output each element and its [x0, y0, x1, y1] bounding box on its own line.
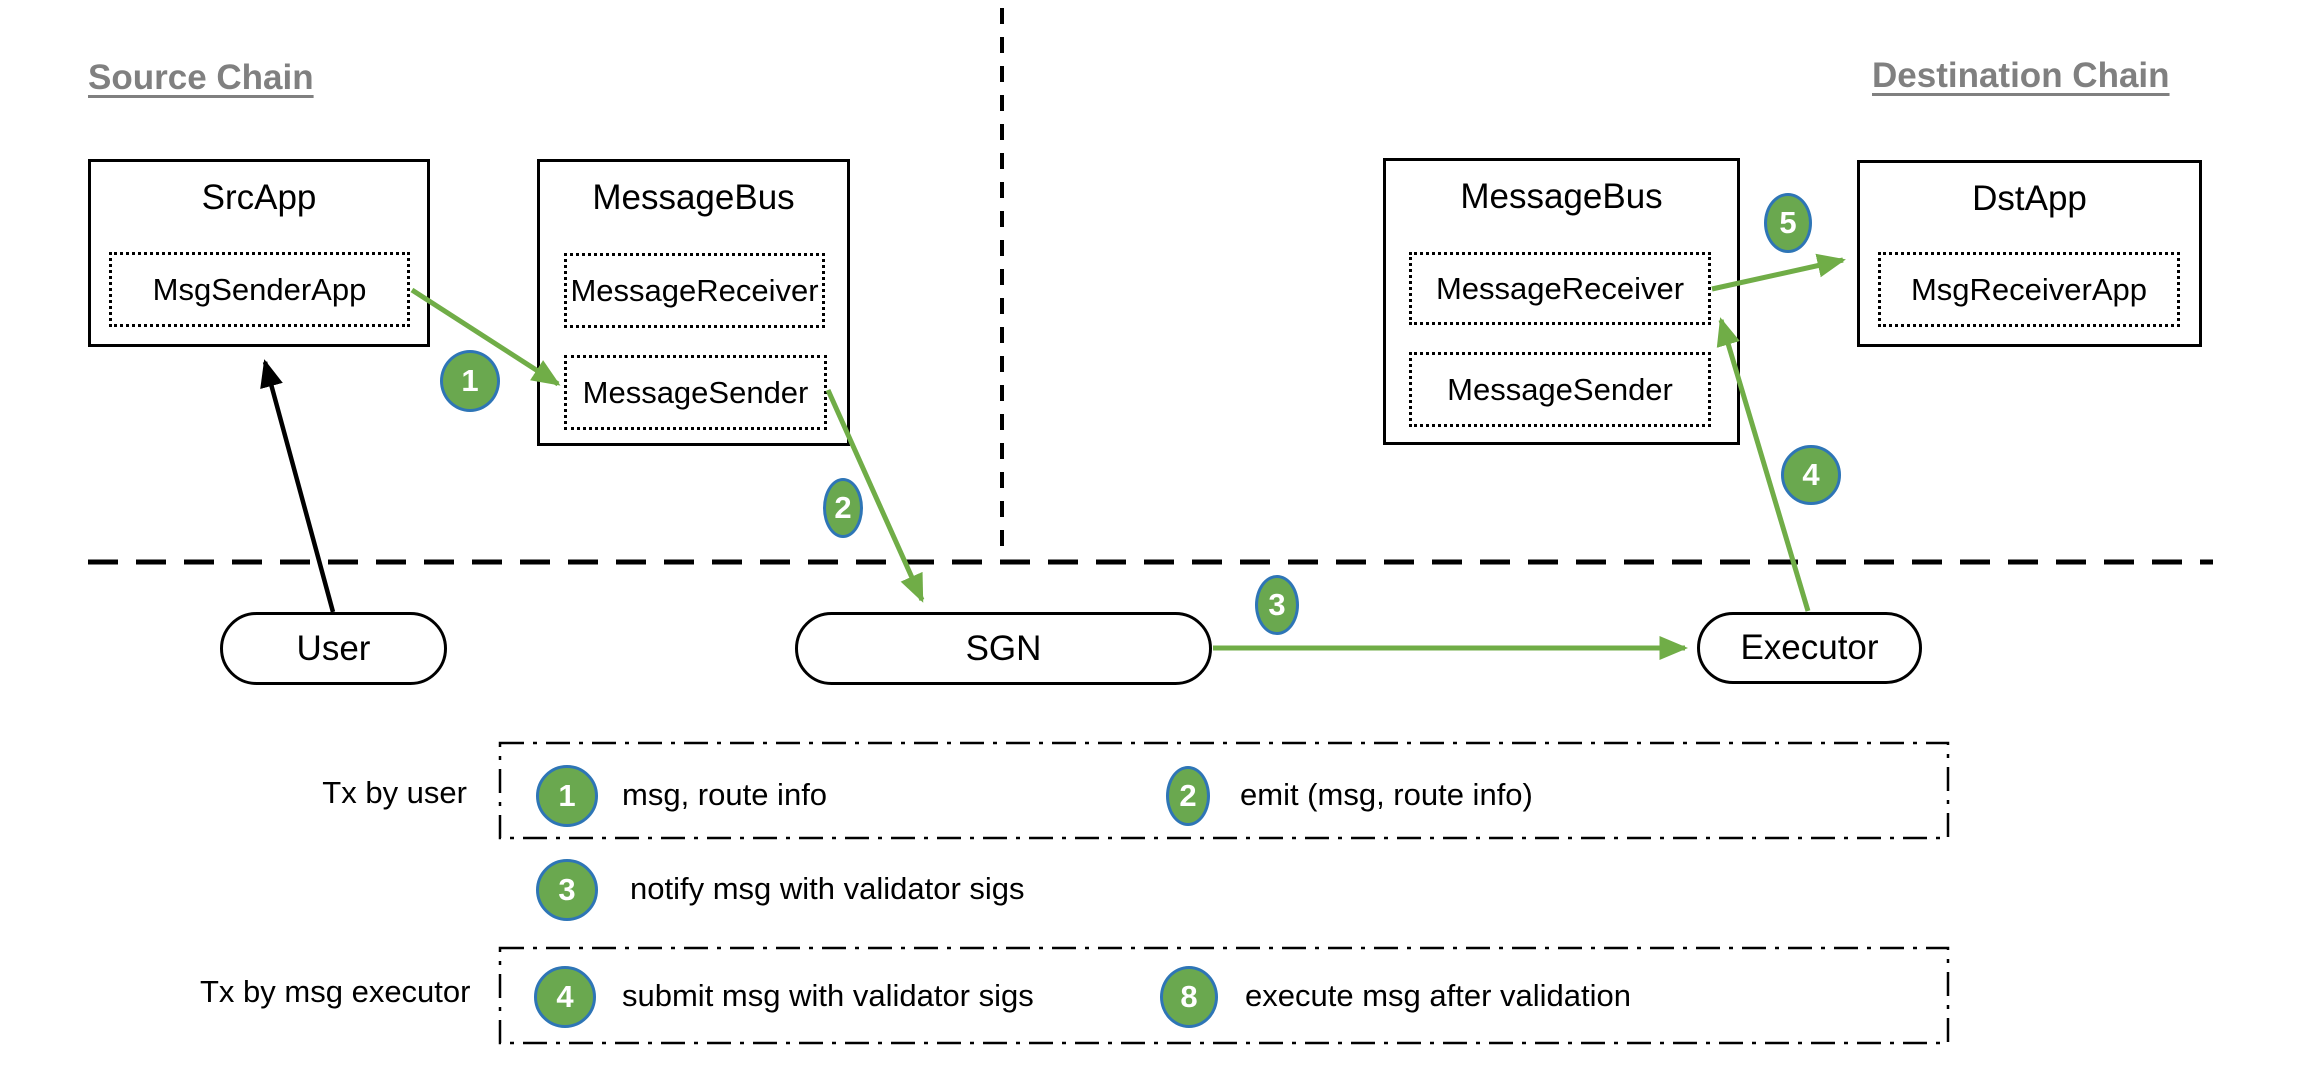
messagebus-source-box: MessageBus MessageReceiver MessageSender — [537, 159, 850, 446]
legend-text-2: emit (msg, route info) — [1240, 777, 1533, 812]
legend-text-8: execute msg after validation — [1245, 978, 1631, 1013]
step1-badge: 1 — [440, 350, 500, 412]
legend-badge-2: 2 — [1166, 766, 1210, 826]
messagereceiver-source-module: MessageReceiver — [564, 253, 825, 328]
legend-text-1: msg, route info — [622, 777, 828, 812]
legend-text-3: notify msg with validator sigs — [630, 871, 1025, 906]
messagesender-source-module: MessageSender — [564, 355, 827, 430]
msgsenderapp-module: MsgSenderApp — [109, 252, 410, 327]
messagesender-destination-module: MessageSender — [1409, 352, 1711, 427]
messagebus-destination-title: MessageBus — [1460, 177, 1663, 216]
legend-badge-1: 1 — [536, 765, 598, 827]
legend-badge-8: 8 — [1160, 966, 1218, 1028]
step4-badge: 4 — [1781, 445, 1841, 505]
messagereceiver-destination-module: MessageReceiver — [1409, 252, 1711, 325]
legend-label-tx-by-msg-executor: Tx by msg executor — [200, 974, 471, 1009]
destination-chain-heading: Destination Chain — [1872, 56, 2170, 95]
step5-badge: 5 — [1764, 193, 1812, 253]
user-pill: User — [220, 612, 447, 685]
sgn-pill: SGN — [795, 612, 1212, 685]
legend-badge-4: 4 — [534, 966, 596, 1028]
step3-badge: 3 — [1255, 575, 1299, 635]
msgreceiverapp-module: MsgReceiverApp — [1878, 252, 2180, 327]
dstapp-title: DstApp — [1972, 179, 2087, 218]
srcapp-box: SrcApp MsgSenderApp — [88, 159, 430, 347]
arrow-user-to-srcapp — [260, 359, 336, 613]
source-chain-heading: Source Chain — [88, 58, 314, 97]
legend-text-4: submit msg with validator sigs — [622, 978, 1034, 1013]
messagebus-source-title: MessageBus — [592, 178, 795, 217]
messagebus-destination-box: MessageBus MessageReceiver MessageSender — [1383, 158, 1740, 445]
legend-label-tx-by-user: Tx by user — [322, 775, 467, 810]
srcapp-title: SrcApp — [201, 178, 317, 217]
executor-pill: Executor — [1697, 612, 1922, 684]
dstapp-box: DstApp MsgReceiverApp — [1857, 160, 2202, 347]
legend-badge-3: 3 — [536, 859, 598, 921]
step2-badge: 2 — [823, 478, 863, 538]
